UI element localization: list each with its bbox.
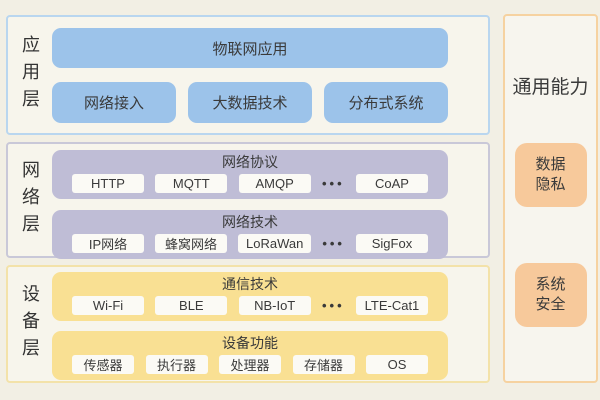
data-privacy-line1: 数据 bbox=[535, 156, 566, 173]
big-data-tech-box: 大数据技术 bbox=[188, 82, 312, 123]
chip-ip-network: IP网络 bbox=[72, 234, 144, 253]
chip-cellular-network: 蜂窝网络 bbox=[155, 234, 227, 253]
device-function-chips: 传感器 执行器 处理器 存储器 OS bbox=[72, 355, 428, 374]
chip-coap: CoAP bbox=[355, 174, 428, 193]
application-layer-section: 应用层 物联网应用 网络接入 大数据技术 分布式系统 bbox=[6, 15, 490, 135]
network-technology-group: 网络技术 IP网络 蜂窝网络 LoRaWan ••• SigFox bbox=[52, 210, 448, 259]
chip-http: HTTP bbox=[72, 174, 144, 193]
chip-mqtt: MQTT bbox=[155, 174, 228, 193]
device-function-title: 设备功能 bbox=[222, 335, 278, 351]
communication-tech-chips: Wi-Fi BLE NB-IoT ••• LTE-Cat1 bbox=[72, 296, 428, 315]
network-access-box: 网络接入 bbox=[52, 82, 176, 123]
system-security-line2: 安全 bbox=[535, 296, 566, 313]
data-privacy-line2: 隐私 bbox=[535, 176, 566, 193]
network-layer-label: 网络层 bbox=[20, 159, 40, 241]
communication-tech-title: 通信技术 bbox=[222, 276, 278, 292]
device-layer-label: 设备层 bbox=[20, 283, 40, 365]
ellipsis-dots: ••• bbox=[321, 176, 345, 191]
data-privacy-box: 数据 隐私 bbox=[514, 143, 587, 207]
communication-tech-group: 通信技术 Wi-Fi BLE NB-IoT ••• LTE-Cat1 bbox=[52, 272, 448, 321]
system-security-line1: 系统 bbox=[535, 276, 566, 293]
chip-os: OS bbox=[366, 355, 428, 374]
network-protocol-chips: HTTP MQTT AMQP ••• CoAP bbox=[72, 174, 428, 193]
device-function-group: 设备功能 传感器 执行器 处理器 存储器 OS bbox=[52, 331, 448, 380]
ellipsis-dots: ••• bbox=[321, 298, 345, 313]
device-layer-section: 设备层 通信技术 Wi-Fi BLE NB-IoT ••• LTE-Cat1 设… bbox=[6, 265, 490, 383]
network-technology-chips: IP网络 蜂窝网络 LoRaWan ••• SigFox bbox=[72, 234, 428, 253]
chip-storage: 存储器 bbox=[292, 355, 355, 374]
chip-amqp: AMQP bbox=[238, 174, 311, 193]
network-protocol-group: 网络协议 HTTP MQTT AMQP ••• CoAP bbox=[52, 150, 448, 199]
network-layer-content: 网络协议 HTTP MQTT AMQP ••• CoAP 网络技术 IP网络 蜂… bbox=[52, 144, 448, 259]
application-layer-content: 物联网应用 网络接入 大数据技术 分布式系统 bbox=[52, 17, 448, 133]
chip-wifi: Wi-Fi bbox=[72, 296, 144, 315]
network-layer-section: 网络层 网络协议 HTTP MQTT AMQP ••• CoAP 网络技术 IP… bbox=[6, 142, 490, 259]
chip-nbiot: NB-IoT bbox=[238, 296, 311, 315]
chip-sensor: 传感器 bbox=[72, 355, 134, 374]
chip-ltecat1: LTE-Cat1 bbox=[355, 296, 428, 315]
chip-actuator: 执行器 bbox=[145, 355, 208, 374]
chip-lorawan: LoRaWan bbox=[238, 234, 312, 253]
network-technology-title: 网络技术 bbox=[222, 214, 278, 230]
chip-processor: 处理器 bbox=[219, 355, 281, 374]
common-capabilities-panel: 通用能力 数据 隐私 系统 安全 bbox=[503, 14, 598, 383]
ellipsis-dots: ••• bbox=[322, 236, 345, 251]
iot-application-box: 物联网应用 bbox=[52, 28, 448, 68]
system-security-box: 系统 安全 bbox=[514, 263, 587, 327]
application-boxes-row: 网络接入 大数据技术 分布式系统 bbox=[52, 82, 448, 123]
application-layer-label: 应用层 bbox=[20, 34, 40, 116]
distributed-system-box: 分布式系统 bbox=[324, 82, 448, 123]
chip-ble: BLE bbox=[155, 296, 228, 315]
chip-sigfox: SigFox bbox=[355, 234, 428, 253]
common-capabilities-title: 通用能力 bbox=[512, 77, 589, 98]
device-layer-content: 通信技术 Wi-Fi BLE NB-IoT ••• LTE-Cat1 设备功能 … bbox=[52, 267, 448, 381]
network-protocol-title: 网络协议 bbox=[222, 154, 278, 170]
